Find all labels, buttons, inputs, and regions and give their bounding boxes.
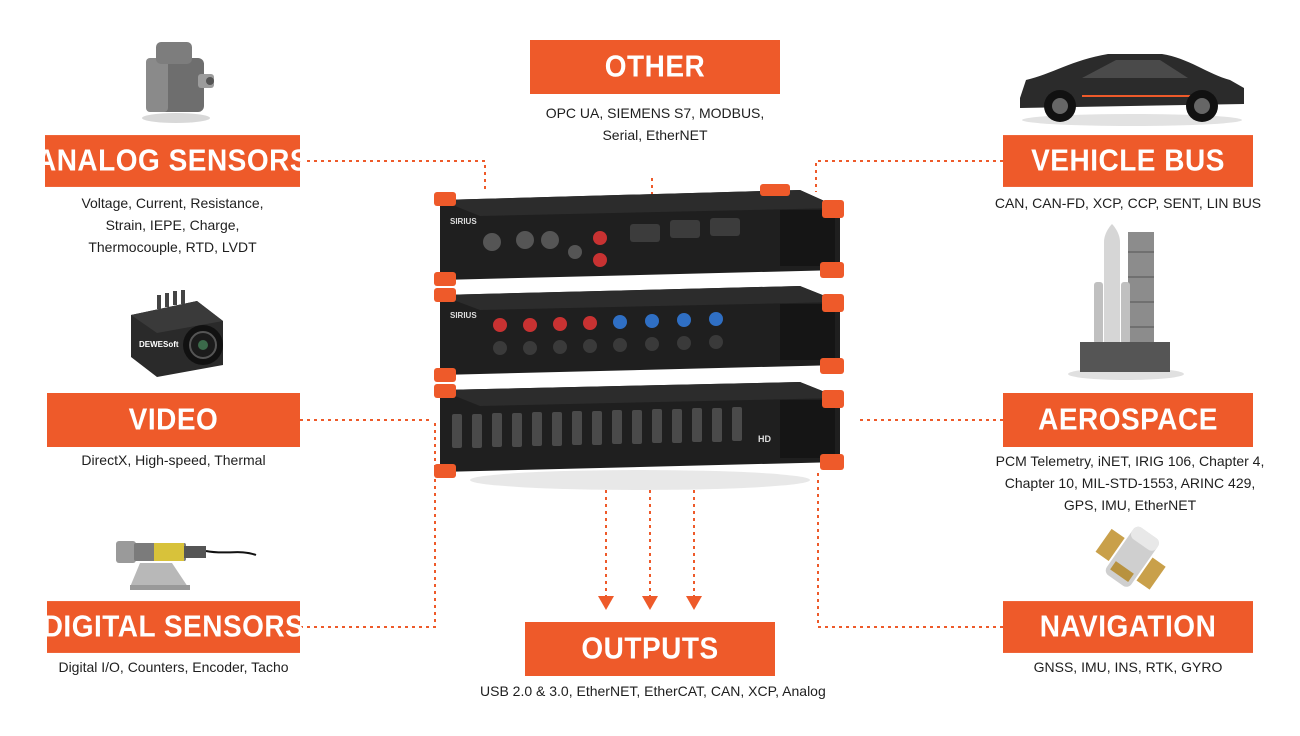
navigation-label: NAVIGATION [1003, 601, 1253, 653]
aerospace-description: PCM Telemetry, iNET, IRIG 106, Chapter 4… [985, 450, 1275, 516]
analog-line-3: Thermocouple, RTD, LVDT [88, 239, 257, 255]
outputs-label: OUTPUTS [525, 622, 775, 676]
video-label: VIDEO [47, 393, 300, 447]
data-acquisition-device-icon: SIRIUS [430, 180, 860, 500]
analog-sensors-description: Voltage, Current, Resistance, Strain, IE… [45, 192, 300, 258]
arrow-output-2 [642, 596, 658, 610]
device-unit-middle: SIRIUS [434, 286, 844, 382]
other-line-1: OPC UA, SIEMENS S7, MODBUS, [545, 105, 765, 121]
satellite-icon [1092, 520, 1172, 598]
vehicle-bus-label: VEHICLE BUS [1003, 135, 1253, 187]
analog-line-2: Strain, IEPE, Charge, [105, 217, 240, 233]
arrow-output-3 [686, 596, 702, 610]
connector-digital [300, 420, 436, 628]
connector-analog [300, 160, 486, 192]
navigation-description: GNSS, IMU, INS, RTK, GYRO [1003, 656, 1253, 678]
camera-brand: DEWESoft [139, 340, 179, 349]
analog-line-1: Voltage, Current, Resistance, [81, 195, 264, 211]
aerospace-line-2: Chapter 10, MIL-STD-1553, ARINC 429, [1004, 475, 1256, 491]
other-label: OTHER [530, 40, 780, 94]
arrow-output-1 [598, 596, 614, 610]
rocket-icon [1060, 222, 1190, 382]
vehicle-line-1: CAN, CAN-FD, XCP, CCP, SENT, LIN BUS [994, 195, 1262, 211]
video-line-1: DirectX, High-speed, Thermal [81, 452, 266, 468]
vehicle-bus-description: CAN, CAN-FD, XCP, CCP, SENT, LIN BUS [993, 192, 1263, 214]
video-description: DirectX, High-speed, Thermal [47, 449, 300, 471]
device-unit-top: SIRIUS [434, 184, 844, 286]
accelerometer-icon [132, 36, 222, 126]
connector-navigation [817, 470, 1003, 628]
digital-sensors-description: Digital I/O, Counters, Encoder, Tacho [47, 656, 300, 678]
device-brand-top: SIRIUS [450, 217, 477, 226]
analog-sensors-label: ANALOG SENSORS [36, 135, 309, 187]
proximity-sensor-icon [110, 525, 260, 595]
digital-sensors-label: DIGITAL SENSORS [43, 601, 304, 653]
device-brand-middle: SIRIUS [450, 311, 477, 320]
car-icon [1012, 40, 1252, 130]
device-hd-label: HD [758, 434, 771, 444]
digital-line-1: Digital I/O, Counters, Encoder, Tacho [58, 659, 289, 675]
device-unit-bottom: HD [434, 382, 844, 478]
aerospace-line-1: PCM Telemetry, iNET, IRIG 106, Chapter 4… [995, 453, 1265, 469]
navigation-line-1: GNSS, IMU, INS, RTK, GYRO [1033, 659, 1223, 675]
outputs-line-1: USB 2.0 & 3.0, EtherNET, EtherCAT, CAN, … [480, 683, 826, 699]
camera-icon: DEWESoft [117, 285, 239, 381]
aerospace-line-3: GPS, IMU, EtherNET [1063, 497, 1197, 513]
other-line-2: Serial, EtherNET [602, 127, 708, 143]
other-description: OPC UA, SIEMENS S7, MODBUS, Serial, Ethe… [530, 102, 780, 146]
outputs-description: USB 2.0 & 3.0, EtherNET, EtherCAT, CAN, … [480, 680, 826, 702]
aerospace-label: AEROSPACE [1003, 393, 1253, 447]
